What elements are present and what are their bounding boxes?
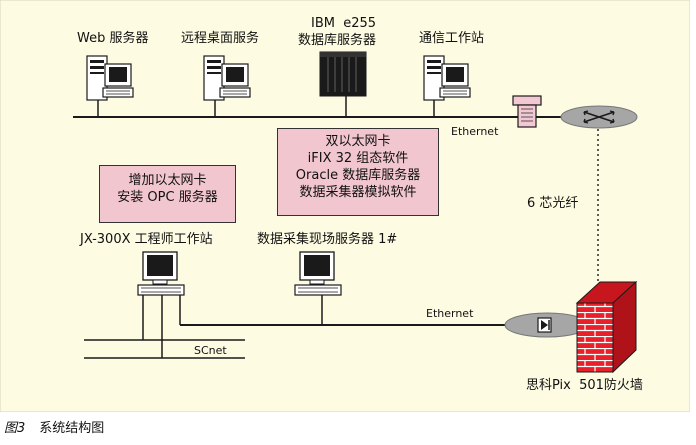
dual-nic-info-box: 双以太网卡 iFIX 32 组态软件 Oracle 数据库服务器 数据采集器模拟… [277,128,439,216]
remote-desktop-label: 远程桌面服务 [181,31,260,46]
figure-title: 系统结构图 [39,421,105,436]
ibm-database-server-icon [319,51,367,97]
engineer-station-label: JX-300X 工程师工作站 [80,232,213,247]
top-ethernet-label: Ethernet [451,125,499,138]
center-box-line-2: iFIX 32 组态软件 [307,151,409,166]
top-router-icon [560,105,638,129]
center-box-line-4: 数据采集器模拟软件 [299,185,417,200]
comm-workstation-icon [423,55,471,101]
center-box-line-3: Oracle 数据库服务器 [295,168,421,183]
web-server-label: Web 服务器 [77,31,149,46]
ibm-model-label: IBM e255 [311,16,377,31]
figure-caption: 图3 系统结构图 [4,417,104,436]
figure-number: 图3 [4,421,26,436]
field-server-icon [294,251,342,296]
fiber-label: 6 芯光纤 [527,196,579,211]
ibm-role-label: 数据库服务器 [298,33,377,48]
firewall-icon [575,280,638,374]
field-server-label: 数据采集现场服务器 1# [257,232,398,247]
comm-station-label: 通信工作站 [419,31,485,46]
hub-icon [512,95,542,128]
opc-info-box: 增加以太网卡 安装 OPC 服务器 [99,165,236,223]
scnet-label: SCnet [194,344,227,357]
left-box-line-1: 增加以太网卡 [128,173,207,188]
web-server-icon [86,55,134,101]
remote-desktop-server-icon [203,55,251,101]
system-architecture-diagram: Web 服务器 远程桌面服务 IBM e255 数据库服务器 通信工作站 Eth… [0,0,690,412]
bottom-router-icon [504,312,590,338]
bottom-ethernet-label: Ethernet [426,307,474,320]
firewall-label: 思科Pix 501防火墙 [526,378,643,393]
left-box-line-2: 安装 OPC 服务器 [117,190,218,205]
center-box-line-1: 双以太网卡 [325,134,391,149]
engineer-workstation-icon [137,251,185,296]
